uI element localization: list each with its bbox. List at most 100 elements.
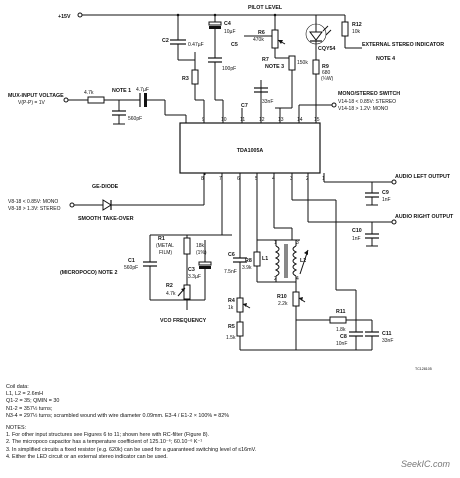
svg-text:150k: 150k xyxy=(297,60,308,66)
svg-text:C9: C9 xyxy=(382,190,389,196)
svg-text:0.47µF: 0.47µF xyxy=(188,42,204,48)
note-line: 2. The micropoco capacitor has a tempera… xyxy=(6,439,203,446)
pin-14: 14 xyxy=(297,117,303,123)
svg-text:R6: R6 xyxy=(258,30,265,36)
svg-text:R8: R8 xyxy=(245,258,252,264)
pin-15: 15 xyxy=(314,117,320,123)
capacitor-c9: C9 1nF xyxy=(365,182,391,206)
led-cqy54: CQY54 xyxy=(305,15,335,60)
svg-text:C1: C1 xyxy=(128,258,135,264)
resistor-r11: R11 1.8k xyxy=(296,309,372,333)
coil-line: N3-4 = 297½ turns; scrambled wound with … xyxy=(6,412,230,419)
svg-text:10nF: 10nF xyxy=(336,341,347,347)
audio-right-label: AUDIO RIGHT OUTPUT xyxy=(395,214,454,220)
svg-text:1.5k: 1.5k xyxy=(226,335,236,341)
svg-text:7.5nF: 7.5nF xyxy=(224,269,237,275)
ge-diode xyxy=(102,199,112,211)
svg-text:V(P-P) = 1V: V(P-P) = 1V xyxy=(18,100,45,106)
pin-11: 11 xyxy=(240,117,245,123)
svg-text:V8-18 < 0.85V: MONO: V8-18 < 0.85V: MONO xyxy=(8,199,58,205)
svg-text:3: 3 xyxy=(296,240,299,246)
svg-text:NOTE 3: NOTE 3 xyxy=(265,64,284,70)
svg-text:560pF: 560pF xyxy=(128,116,142,122)
resistor-r9: R9 680 (¼W) xyxy=(312,59,334,123)
potentiometer-r10: R10 2.2k xyxy=(277,282,306,350)
svg-text:(1%): (1%) xyxy=(196,250,207,256)
notes-section: Coil data: L1, L2 = 2.6mH Q1-2 = 35; QMI… xyxy=(6,384,456,461)
svg-text:560pF: 560pF xyxy=(124,265,138,271)
svg-text:V14-18 < 0.85V: STEREO: V14-18 < 0.85V: STEREO xyxy=(338,99,396,105)
svg-text:2.2k: 2.2k xyxy=(278,301,288,307)
resistor-r8: R8 3.9k xyxy=(242,240,261,282)
svg-text:R1: R1 xyxy=(158,236,165,242)
note-line: 1. For other input structures see Figure… xyxy=(6,432,210,439)
svg-text:4.7k: 4.7k xyxy=(84,90,94,96)
pin-8: 8 xyxy=(201,176,204,182)
svg-text:100pF: 100pF xyxy=(222,66,236,72)
coil-data-title: Coil data: xyxy=(6,384,29,390)
pin-10: 10 xyxy=(221,117,227,123)
svg-text:R11: R11 xyxy=(336,309,345,315)
svg-text:10k: 10k xyxy=(352,29,361,35)
svg-text:FILM): FILM) xyxy=(159,250,172,256)
resistor-r1: R1 (METAL FILM) 18k (1%) xyxy=(156,235,207,272)
svg-text:4: 4 xyxy=(296,276,299,282)
note-line: 4. Either the LED circuit or an external… xyxy=(6,453,168,460)
input-capacitor: 4.7µF xyxy=(136,87,149,107)
svg-text:470k: 470k xyxy=(253,37,264,43)
svg-text:C7: C7 xyxy=(241,103,248,109)
vco-frequency-label: VCO FREQUENCY xyxy=(160,318,207,324)
svg-text:C2: C2 xyxy=(162,38,169,44)
pin-13: 13 xyxy=(278,117,284,123)
watermark: SeekIC.com xyxy=(400,459,450,469)
ge-diode-label: GE-DIODE xyxy=(92,184,119,190)
svg-text:R7: R7 xyxy=(262,57,269,63)
note4-label: NOTE 4 xyxy=(376,56,395,62)
mux-input-label: MUX-INPUT VOLTAGE xyxy=(8,93,64,99)
coil-line: Q1-2 = 35; QMIN = 30 xyxy=(6,398,60,405)
svg-text:3.9k: 3.9k xyxy=(242,265,252,271)
supply-rail: +15V xyxy=(58,12,345,20)
svg-text:R9: R9 xyxy=(322,64,329,70)
pin-6: 6 xyxy=(237,176,240,182)
svg-text:V14-18 > 1.2V: MONO: V14-18 > 1.2V: MONO xyxy=(338,106,388,112)
ic-label: TDA1005A xyxy=(237,148,264,154)
potentiometer-r6: R6 470k xyxy=(244,15,286,58)
svg-text:3.3µF: 3.3µF xyxy=(188,274,201,280)
svg-text:L2: L2 xyxy=(300,258,306,264)
svg-text:R4: R4 xyxy=(228,298,235,304)
svg-text:C3: C3 xyxy=(188,267,195,273)
svg-text:1k: 1k xyxy=(228,305,234,311)
micropoco-label: (MICROPOCO) NOTE 2 xyxy=(60,270,117,276)
capacitor-c10: C10 1nF xyxy=(352,222,379,247)
svg-text:C4: C4 xyxy=(224,21,231,27)
capacitor-c11: C11 33nF xyxy=(365,320,393,350)
input-filter-capacitor: 560pF xyxy=(112,100,142,125)
supply-label: +15V xyxy=(58,14,71,20)
capacitor-c2: C2 0.47µF xyxy=(162,15,204,61)
capacitor-c6: C6 7.5nF xyxy=(224,252,247,290)
svg-text:R10: R10 xyxy=(277,294,287,300)
svg-text:R5: R5 xyxy=(228,324,235,330)
svg-text:C5: C5 xyxy=(231,42,238,48)
coil-line: L1, L2 = 2.6mH xyxy=(6,391,44,398)
potentiometer-r4: R4 1k xyxy=(228,297,251,320)
capacitor-c5: C5 100pF xyxy=(208,42,238,100)
svg-text:33nF: 33nF xyxy=(382,338,393,344)
capacitor-c7: C7 33nF xyxy=(241,80,273,123)
coil-line: N1-2 = 357½ turns; xyxy=(6,405,53,412)
svg-text:1.8k: 1.8k xyxy=(336,327,346,333)
svg-text:1nF: 1nF xyxy=(382,197,391,203)
svg-text:R2: R2 xyxy=(166,283,173,289)
svg-text:10µF: 10µF xyxy=(224,29,236,35)
svg-text:(¼W): (¼W) xyxy=(321,76,334,82)
svg-text:C8: C8 xyxy=(340,334,347,340)
svg-text:18k: 18k xyxy=(196,243,205,249)
pin-7: 7 xyxy=(219,176,222,182)
svg-text:680: 680 xyxy=(322,70,331,76)
note1-label: NOTE 1 xyxy=(112,88,131,94)
svg-text:CQY54: CQY54 xyxy=(318,46,335,52)
svg-text:C11: C11 xyxy=(382,331,391,337)
svg-text:4.7k: 4.7k xyxy=(166,291,176,297)
